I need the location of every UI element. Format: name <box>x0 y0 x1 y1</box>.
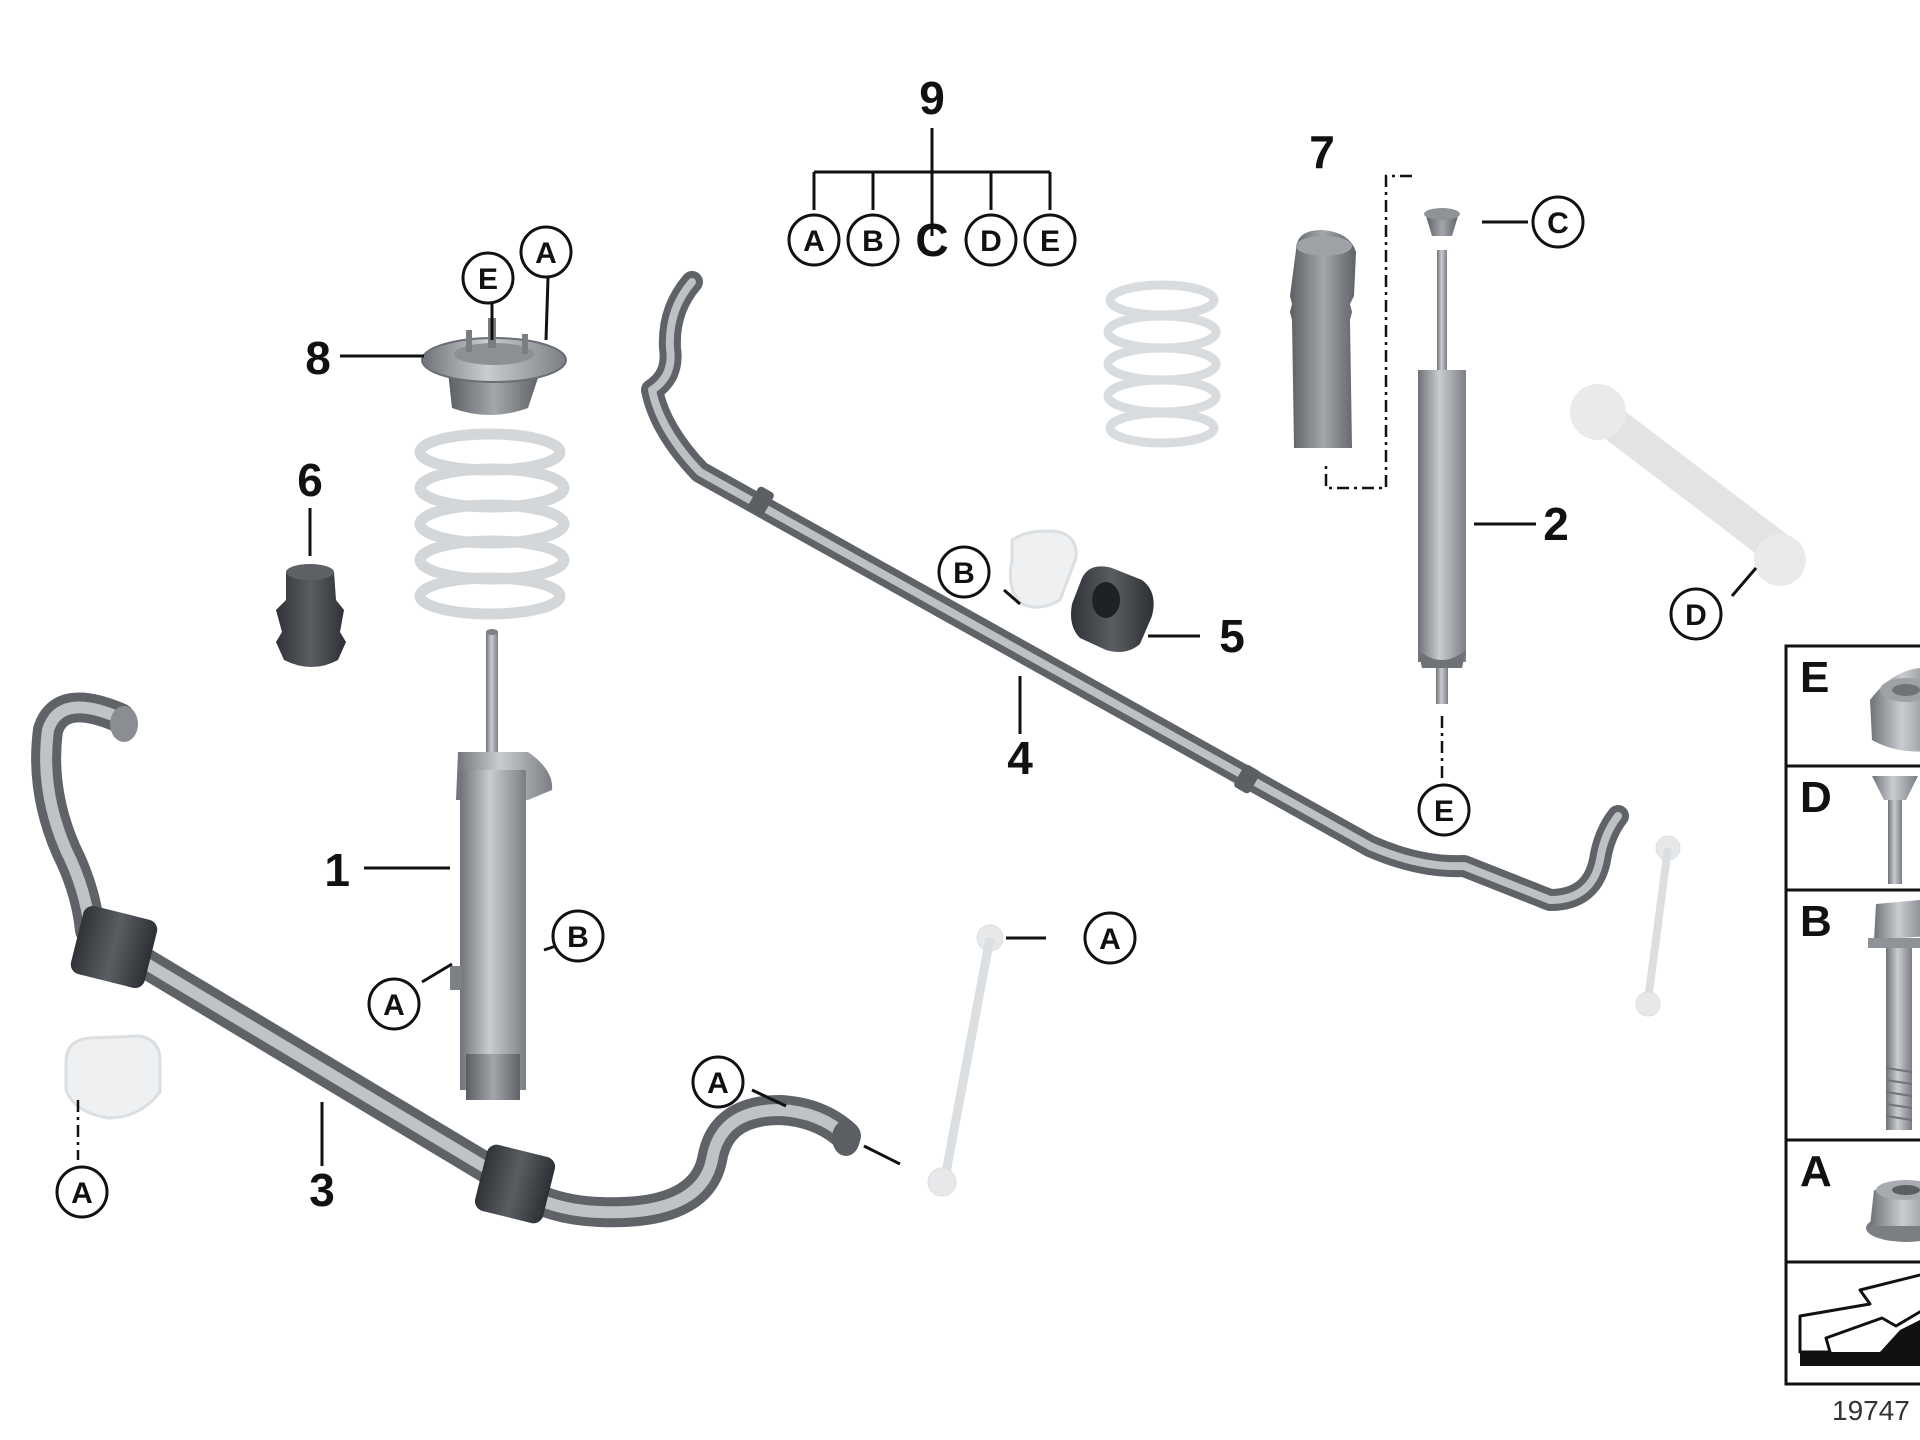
diagram-code: 19747 <box>1832 1395 1910 1426</box>
ghost-link-rod-front <box>927 924 1004 1197</box>
svg-text:A: A <box>71 1177 93 1210</box>
rear-stabilizer-bushing <box>1071 566 1154 652</box>
svg-text:A: A <box>535 237 557 270</box>
hardware-legend-panel: E D B A <box>1784 644 1920 1386</box>
flange-nut-icon <box>1866 1180 1920 1242</box>
ghost-link-rod-rear <box>1635 835 1681 1017</box>
svg-text:B: B <box>953 557 975 590</box>
callout-1: 1 <box>324 844 350 896</box>
protection-tube <box>1290 230 1356 448</box>
rear-shock-absorber <box>1418 208 1466 704</box>
svg-text:A: A <box>707 1067 729 1100</box>
svg-text:A: A <box>383 989 405 1022</box>
bolt-short-icon <box>1872 776 1918 884</box>
callout-8: 8 <box>305 332 331 384</box>
callout-2: 2 <box>1543 498 1569 550</box>
front-strut <box>450 629 553 1100</box>
bolt-long-icon <box>1868 900 1920 1130</box>
callout-4: 4 <box>1007 732 1033 784</box>
panel-letter-b: B <box>1800 897 1832 946</box>
marker-e-strut-mount: E <box>461 251 515 305</box>
marker-a-front-link-upper: A <box>1083 911 1137 965</box>
svg-text:B: B <box>567 921 589 954</box>
front-coil-spring <box>414 428 570 620</box>
svg-text:D: D <box>1685 599 1707 632</box>
callout-9: 9 <box>919 72 945 124</box>
rear-stabilizer-bar <box>641 271 1629 911</box>
kit-letter-c: C <box>915 214 948 266</box>
kit-letter-b: B <box>862 225 884 258</box>
group-bracket <box>76 174 1444 1160</box>
marker-c-shock-top: C <box>1531 195 1585 249</box>
panel-letter-d: D <box>1800 773 1832 822</box>
ghost-coil-spring-rear <box>1103 280 1221 448</box>
panel-letter-e: E <box>1800 653 1829 702</box>
callout-3: 3 <box>309 1164 335 1216</box>
svg-text:E: E <box>478 263 498 296</box>
marker-d-control-arm: D <box>1669 587 1723 641</box>
marker-a-front-bushing: A <box>55 1165 109 1219</box>
callout-7: 7 <box>1309 126 1335 178</box>
kit-letter-d: D <box>980 225 1002 258</box>
marker-a-strut-mount: A <box>519 225 573 279</box>
marker-b-strut: B <box>551 909 605 963</box>
svg-text:E: E <box>1434 795 1454 828</box>
marker-e-shock-bottom: E <box>1417 783 1471 837</box>
callout-5: 5 <box>1219 610 1245 662</box>
marker-b-rear-bushing: B <box>937 545 991 599</box>
marker-a-front-link-lower: A <box>691 1055 745 1109</box>
marker-a-strut: A <box>367 977 421 1031</box>
ghost-bushing-clamp-front <box>64 1034 162 1120</box>
hex-nut-icon <box>1870 668 1920 752</box>
svg-text:C: C <box>1547 207 1569 240</box>
kit-letter-e: E <box>1040 225 1060 258</box>
ghost-bushing-clamp-rear <box>1008 529 1078 609</box>
kit-letter-row: A B C D E <box>787 213 1077 267</box>
kit-letter-a: A <box>803 225 825 258</box>
svg-text:A: A <box>1099 923 1121 956</box>
ghost-control-arm <box>1570 384 1806 586</box>
front-stabilizer-bar <box>31 692 861 1228</box>
strut-top-mount <box>421 318 567 415</box>
callout-6: 6 <box>297 454 323 506</box>
panel-letter-a: A <box>1800 1147 1832 1196</box>
direction-arrow-icon <box>1798 1273 1920 1366</box>
bump-stop <box>276 564 346 667</box>
